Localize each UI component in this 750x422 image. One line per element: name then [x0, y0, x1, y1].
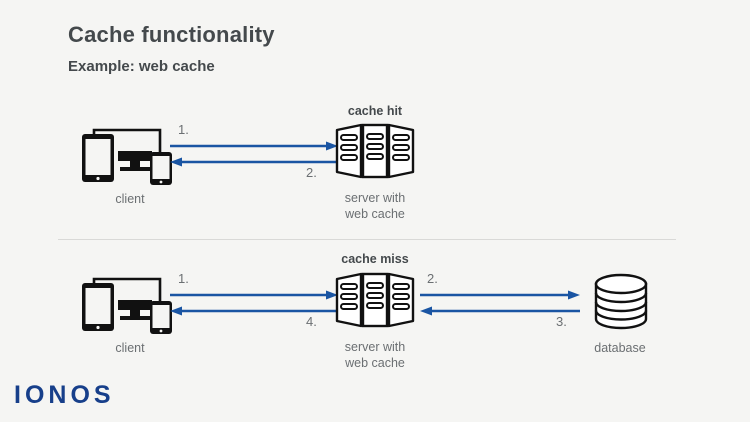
scenario-label-cache-miss: cache miss — [341, 252, 409, 266]
arrow-group-server-database — [420, 289, 580, 322]
node-label-client-row2: client — [115, 341, 145, 355]
page-title: Cache functionality — [68, 22, 275, 47]
node-label-database: database — [594, 341, 646, 355]
section-divider — [58, 239, 676, 240]
arrow-group-cache-hit — [170, 140, 338, 173]
page-subtitle: Example: web cache — [68, 58, 215, 76]
step-number-row1-2: 2. — [306, 165, 317, 180]
server-rack-icon — [334, 271, 416, 338]
arrow-group-client-server — [170, 289, 338, 322]
step-number-row1-1: 1. — [178, 122, 189, 137]
client-devices-icon — [80, 124, 180, 191]
step-number-row2-2: 2. — [427, 271, 438, 286]
node-label-server-row1: server with web cache — [344, 191, 406, 221]
step-number-row2-3: 3. — [556, 314, 567, 329]
scenario-label-cache-hit: cache hit — [347, 104, 403, 118]
node-label-client-row1: client — [115, 192, 145, 206]
node-label-server-row2: server with web cache — [344, 340, 406, 370]
server-rack-icon — [334, 122, 416, 189]
step-number-row2-1: 1. — [178, 271, 189, 286]
header-block: Cache functionality Example: web cache — [68, 22, 275, 76]
database-cylinder-icon — [590, 272, 652, 339]
step-number-row2-4: 4. — [306, 314, 317, 329]
client-devices-icon — [80, 273, 180, 340]
ionos-logo: IONOS — [14, 381, 115, 409]
